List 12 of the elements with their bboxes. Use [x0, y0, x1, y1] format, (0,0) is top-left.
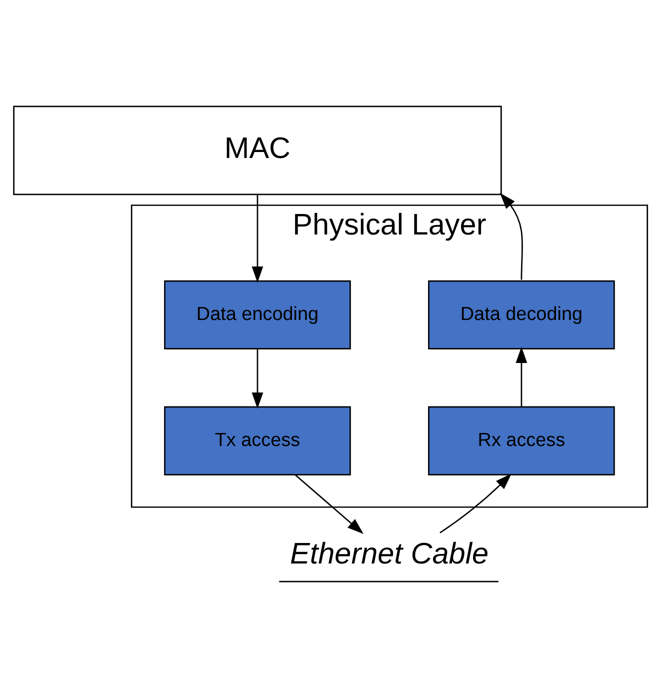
- arrow: [252, 349, 264, 409]
- node-box: Rx access: [428, 406, 615, 476]
- arrow: [440, 474, 512, 534]
- node-box: Data encoding: [164, 280, 351, 350]
- arrow: [500, 192, 523, 280]
- node-box: Tx access: [164, 406, 351, 476]
- arrow: [516, 346, 528, 407]
- node-text: Ethernet Cable: [290, 537, 489, 570]
- arrow: [252, 194, 264, 283]
- node-box: Data decoding: [428, 280, 615, 350]
- arrow: [294, 474, 364, 534]
- node-box: MAC: [13, 106, 502, 196]
